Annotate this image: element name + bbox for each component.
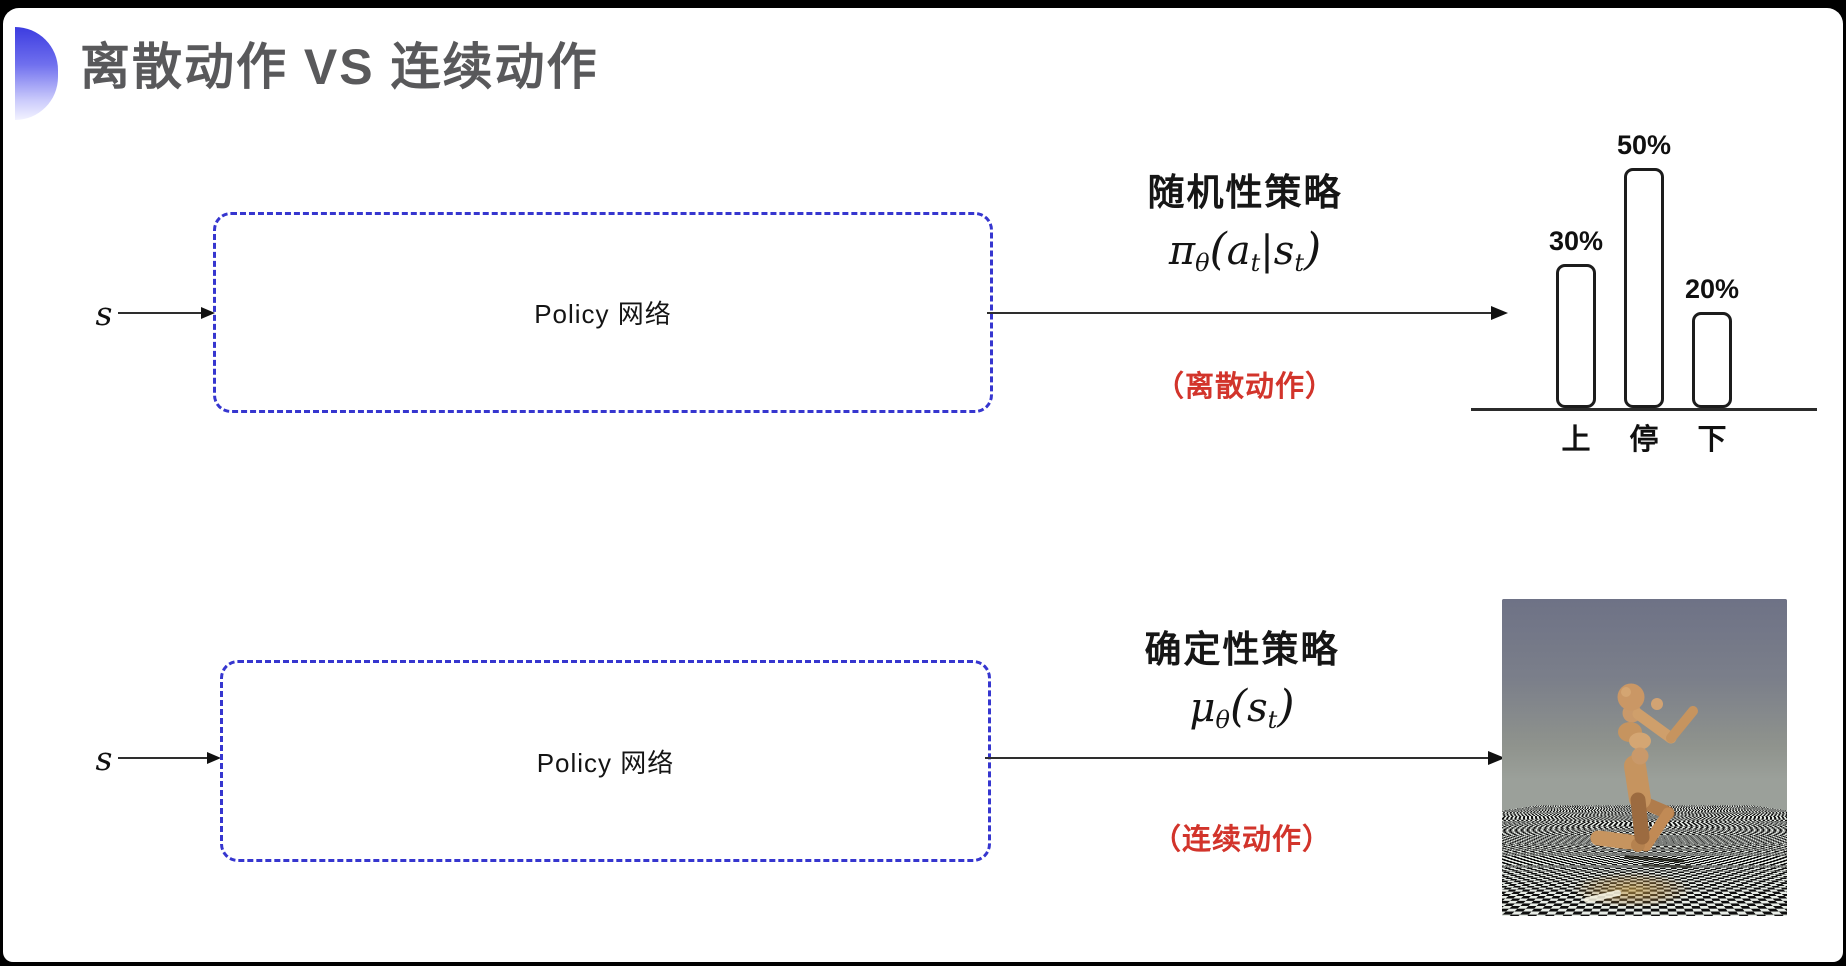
- formula-symbol-sub: θ: [1195, 249, 1210, 277]
- formula-symbol-sub: θ: [1215, 706, 1230, 734]
- formula-open-paren: (: [1209, 224, 1227, 275]
- title-bullet-icon: [15, 27, 58, 120]
- category-label: 停: [1629, 424, 1659, 456]
- state-input-label-bottom: s: [95, 739, 113, 778]
- formula-open-paren: (: [1229, 681, 1248, 732]
- deterministic-policy-title: 确定性策略: [1144, 629, 1340, 670]
- bar-group: 30%: [1548, 226, 1604, 408]
- page-title: 离散动作 VS 连续动作: [80, 39, 599, 95]
- bar: [1692, 312, 1732, 408]
- formula-arg2: s: [1273, 228, 1295, 274]
- chart-categories: 上停下: [1469, 416, 1819, 458]
- bar: [1624, 168, 1664, 408]
- stochastic-policy-formula: πθ(at|st): [1093, 226, 1397, 287]
- policy-network-label-bottom: Policy 网络: [536, 747, 675, 778]
- discrete-action-label: （离散动作）: [1154, 371, 1335, 403]
- formula-symbol: μ: [1189, 685, 1216, 731]
- action-probability-chart: 30% 50% 20% 上 停 下: [1469, 94, 1819, 462]
- chart-x-axis: [1471, 408, 1817, 411]
- bar-group: 20%: [1684, 274, 1740, 408]
- policy-network-box-top: Policy 网络: [213, 212, 993, 413]
- policy-network-label-top: Policy 网络: [534, 299, 672, 329]
- humanoid-simulation-image: [1502, 599, 1787, 916]
- formula-arg1-sub: t: [1267, 706, 1278, 734]
- policy-network-box-bottom: Policy 网络: [220, 660, 991, 862]
- bar-value-label: 30%: [1548, 226, 1604, 256]
- formula-arg1-sub: t: [1250, 249, 1261, 277]
- formula-symbol: π: [1168, 228, 1196, 274]
- output-arrow-top: [987, 306, 1508, 320]
- output-arrow-bottom: [985, 751, 1505, 765]
- formula-arg1: s: [1247, 685, 1268, 731]
- deterministic-policy-formula: μθ(st): [1090, 683, 1394, 744]
- formula-separator: |: [1260, 228, 1274, 274]
- humanoid-robot-figure: [1572, 683, 1698, 908]
- category-label: 上: [1561, 424, 1591, 456]
- bar-value-label: 50%: [1616, 130, 1672, 160]
- bar: [1556, 264, 1596, 408]
- formula-arg2-sub: t: [1294, 249, 1304, 277]
- state-input-label-top: s: [95, 294, 113, 333]
- category-label: 下: [1697, 424, 1727, 456]
- formula-close-paren: ): [1303, 224, 1322, 275]
- continuous-action-label: （连续动作）: [1151, 824, 1332, 856]
- bar-group: 50%: [1616, 130, 1672, 408]
- input-arrow-top: [118, 307, 215, 319]
- formula-close-paren: ): [1277, 681, 1295, 732]
- bar-value-label: 20%: [1684, 274, 1740, 304]
- formula-arg1: a: [1226, 228, 1251, 274]
- input-arrow-bottom: [118, 752, 221, 764]
- stochastic-policy-title: 随机性策略: [1147, 172, 1343, 213]
- chart-bars: 30% 50% 20%: [1469, 130, 1819, 408]
